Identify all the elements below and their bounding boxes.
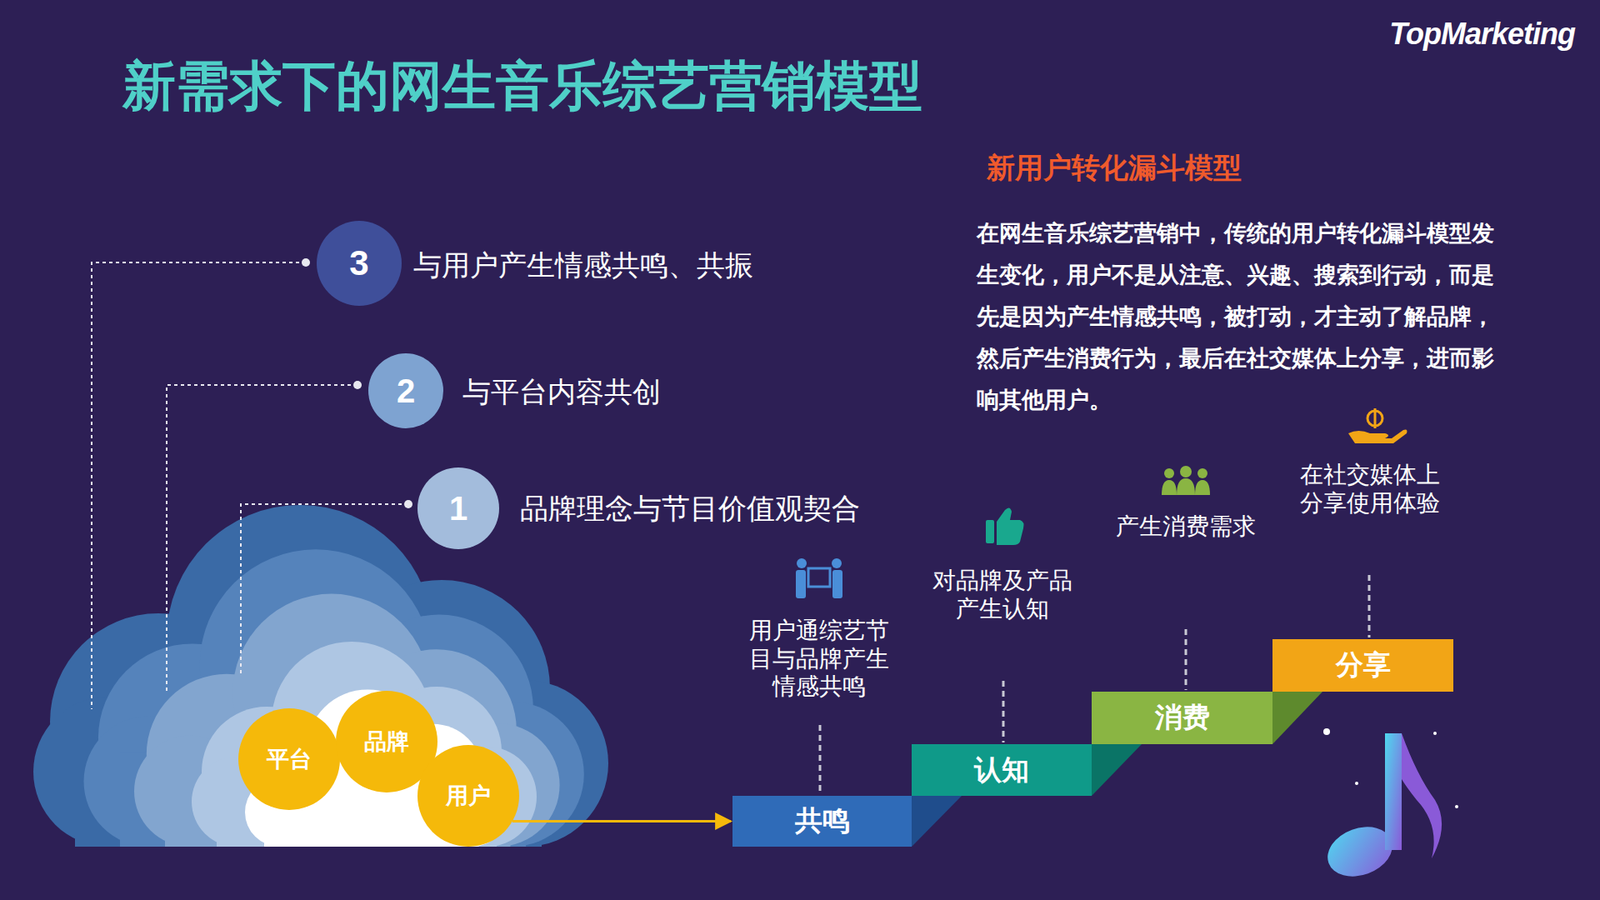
connector-arrow <box>512 820 731 823</box>
node-label: 消费 <box>1155 699 1210 737</box>
slide-title: 新需求下的网生音乐综艺营销模型 <box>122 50 923 123</box>
party-circle: 用户 <box>417 745 520 847</box>
node-label: 1 <box>449 490 468 528</box>
step-leader <box>819 725 822 795</box>
icon-part <box>1161 480 1177 495</box>
icon-part <box>1195 480 1210 495</box>
step-shade <box>1272 691 1323 745</box>
leader-line <box>240 504 409 675</box>
hand-coin-icon <box>1348 408 1408 444</box>
icon-part <box>831 558 842 569</box>
icon-part <box>808 568 830 587</box>
leader-dot <box>404 500 413 509</box>
step-leader <box>1368 575 1371 638</box>
step-caption: 对品牌及产品产生认知 <box>928 566 1077 623</box>
node-label: 共鸣 <box>795 802 850 840</box>
thumb-icon <box>985 507 1025 545</box>
brand-logo: TopMarketing <box>1389 15 1575 53</box>
step-caption: 在社交媒体上分享使用体验 <box>1295 460 1445 517</box>
callout-number: 3 <box>316 220 402 306</box>
node-label: 品牌 <box>364 726 410 757</box>
node-label: 分享 <box>1335 646 1391 685</box>
callout-number: 1 <box>417 467 500 550</box>
node-label: 2 <box>396 372 415 410</box>
circle-fill <box>417 745 520 847</box>
icon-part <box>1197 468 1208 479</box>
sparkle <box>1355 781 1359 785</box>
funnel-step: 消费 <box>1091 691 1273 745</box>
icon-part <box>1374 408 1377 429</box>
step-caption: 产生消费需求 <box>1111 512 1260 541</box>
cloud-layer <box>84 549 585 847</box>
callout-number: 2 <box>368 353 444 429</box>
icon-part <box>1176 478 1195 495</box>
circle-fill <box>368 353 444 429</box>
sparkle <box>1455 805 1459 809</box>
icon-part <box>1180 465 1192 478</box>
step-leader <box>1002 680 1005 743</box>
body-text: 在网生音乐综艺营销中，传统的用户转化漏斗模型发生变化，用户不是从注意、兴趣、搜索… <box>976 212 1504 421</box>
note-stem <box>1385 733 1402 850</box>
point-text: 与平台内容共创 <box>462 374 661 410</box>
leader-line <box>91 262 306 710</box>
funnel-step: 认知 <box>911 744 1092 796</box>
step-shade <box>911 795 962 847</box>
sparkle <box>1323 728 1330 735</box>
people-box-icon <box>795 558 843 599</box>
icon-part <box>996 507 1025 545</box>
node-label: 用户 <box>445 780 491 811</box>
point-text: 与用户产生情感共鸣、共振 <box>413 247 754 284</box>
step-leader <box>1185 629 1188 690</box>
subtitle: 新用户转化漏斗模型 <box>986 150 1242 186</box>
funnel-step: 分享 <box>1272 639 1454 692</box>
circle-fill <box>316 220 402 306</box>
icon-part <box>985 520 995 544</box>
step-shade <box>1091 744 1142 796</box>
cloud-layer <box>191 641 537 847</box>
icon-part <box>1164 468 1175 479</box>
sparkle <box>1433 731 1437 735</box>
icon-part <box>832 570 843 599</box>
circle-fill <box>417 467 500 550</box>
cloud-layer <box>33 505 609 847</box>
party-circle: 平台 <box>238 708 340 810</box>
node-label: 平台 <box>266 744 312 775</box>
leader-dot <box>301 258 310 267</box>
icon-part <box>796 558 807 569</box>
icon-part <box>1348 430 1408 445</box>
leader-line <box>166 385 358 695</box>
point-text: 品牌理念与节目价值观契合 <box>520 490 860 527</box>
step-caption: 用户通综艺节目与品牌产生情感共鸣 <box>745 616 894 701</box>
note-flag <box>1401 733 1442 859</box>
circle-fill <box>238 708 340 810</box>
cloud-layer <box>134 594 560 847</box>
funnel-step: 共鸣 <box>732 795 912 847</box>
group-icon <box>1161 465 1210 495</box>
node-label: 认知 <box>974 751 1030 790</box>
icon-part <box>795 570 806 599</box>
music-note <box>1320 728 1459 885</box>
leader-dot <box>353 380 362 390</box>
node-label: 3 <box>349 243 369 284</box>
